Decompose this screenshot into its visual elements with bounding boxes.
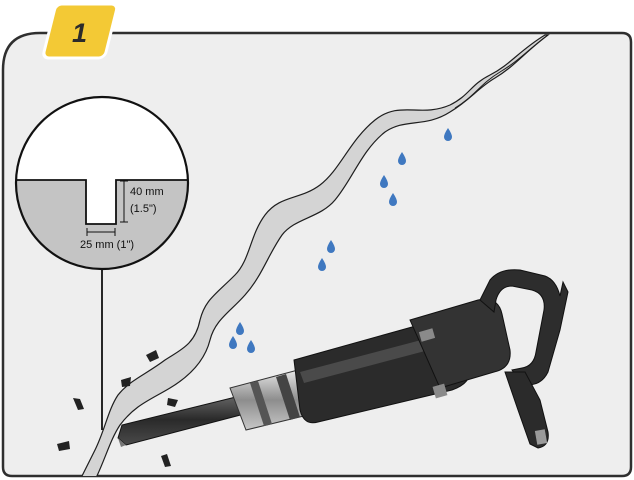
jackhammer-icon bbox=[117, 269, 569, 449]
water-drop-icon bbox=[247, 340, 255, 353]
step-badge: 1 bbox=[42, 2, 119, 60]
water-drops bbox=[229, 128, 452, 353]
debris-chip-icon bbox=[57, 441, 70, 451]
depth-label-line2: (1.5") bbox=[130, 203, 157, 215]
water-drop-icon bbox=[318, 258, 326, 271]
depth-label-line1: 40 mm bbox=[130, 186, 164, 198]
debris-chip-icon bbox=[73, 398, 84, 410]
crack-path bbox=[79, 34, 550, 476]
width-label: 25 mm (1") bbox=[80, 239, 134, 251]
water-drop-icon bbox=[327, 240, 335, 253]
water-drop-icon bbox=[398, 152, 406, 165]
debris-chip-icon bbox=[167, 398, 178, 407]
water-drop-icon bbox=[380, 175, 388, 188]
debris bbox=[57, 350, 178, 467]
water-drop-icon bbox=[444, 128, 452, 141]
water-drop-icon bbox=[229, 336, 237, 349]
debris-chip-icon bbox=[146, 350, 159, 362]
water-drop-icon bbox=[236, 322, 244, 335]
debris-chip-icon bbox=[121, 377, 131, 387]
water-drop-icon bbox=[389, 193, 397, 206]
step-number: 1 bbox=[72, 18, 87, 48]
debris-chip-icon bbox=[161, 454, 171, 467]
